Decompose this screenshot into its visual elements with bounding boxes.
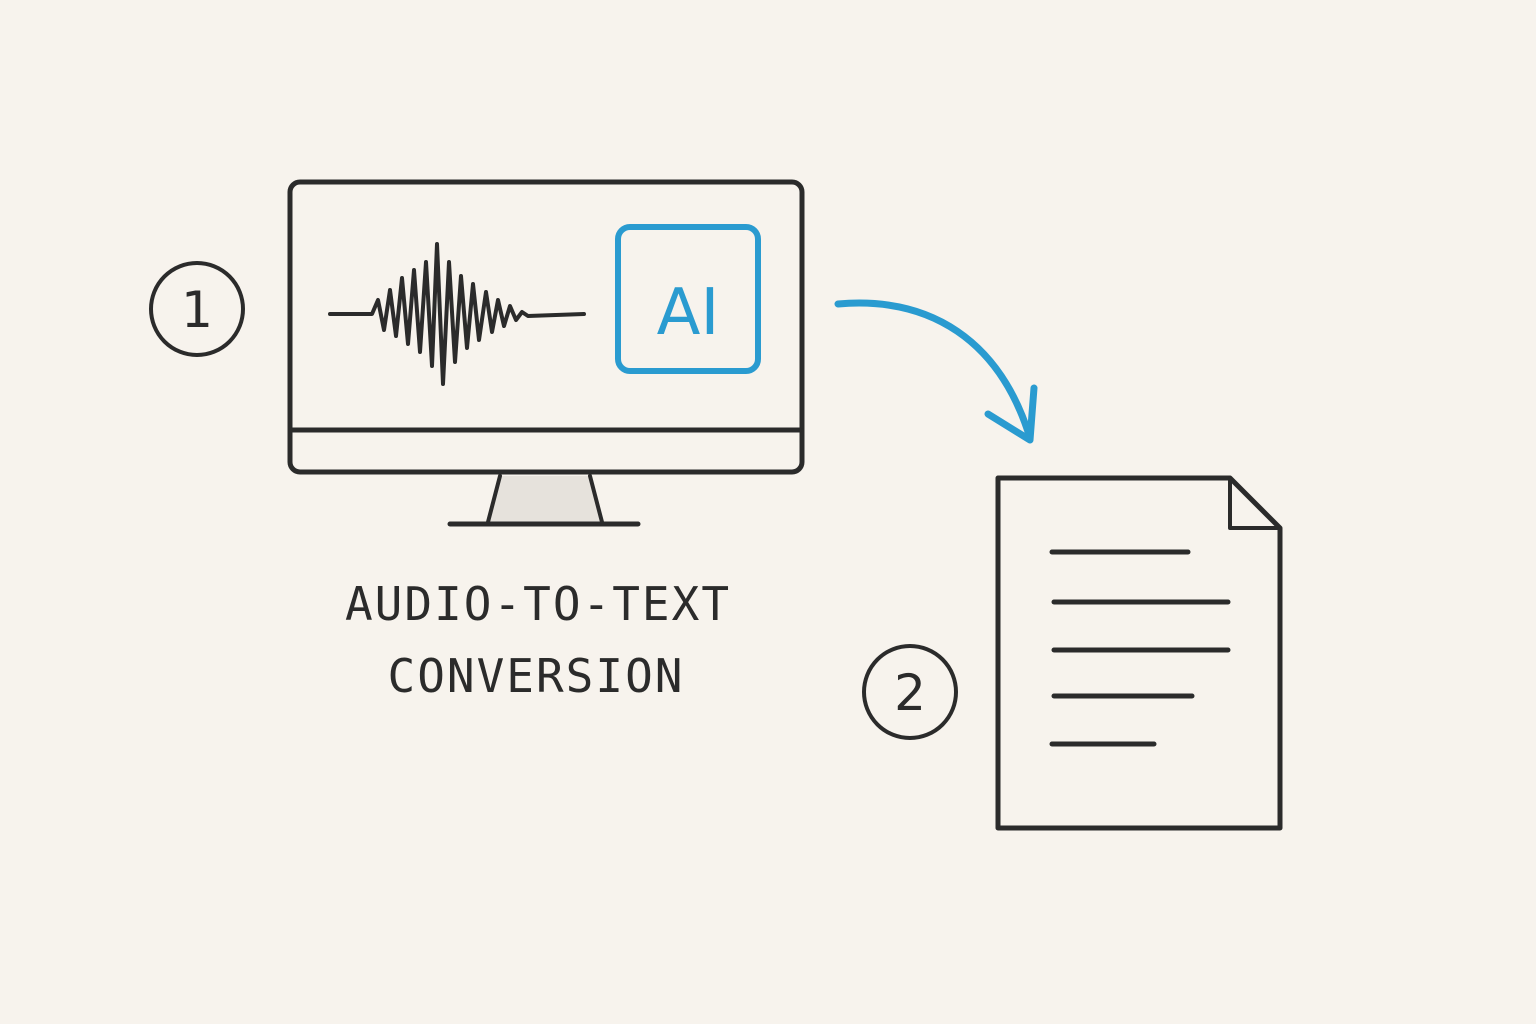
arrow-head [984, 384, 1038, 444]
step-2-circle [862, 644, 958, 740]
monitor-stand-shade [490, 476, 600, 522]
arrow-shaft [834, 299, 1034, 442]
ai-badge-label: AI [657, 276, 720, 350]
document-folded-corner [1228, 476, 1282, 530]
ai-chip-icon: AI [615, 224, 761, 374]
caption-line-2: CONVERSION [388, 649, 685, 703]
monitor-icon: AI [287, 179, 805, 527]
step-1-marker: 1 [149, 261, 245, 357]
text-document-icon [995, 475, 1283, 831]
monitor-screen-frame [287, 179, 805, 475]
caption: AUDIO-TO-TEXT CONVERSION [345, 577, 731, 703]
curved-arrow-icon [834, 299, 1038, 444]
monitor-stand-right [588, 474, 604, 524]
ai-badge-border [615, 224, 761, 374]
document-outline [995, 475, 1283, 831]
caption-line-1: AUDIO-TO-TEXT [345, 577, 731, 631]
step-1-number: 1 [181, 281, 213, 339]
step-2-marker: 2 [862, 644, 958, 740]
monitor-stand-left [486, 474, 502, 524]
audio-waveform-icon [328, 242, 586, 386]
step-1-circle [149, 261, 245, 357]
step-2-number: 2 [894, 664, 926, 722]
